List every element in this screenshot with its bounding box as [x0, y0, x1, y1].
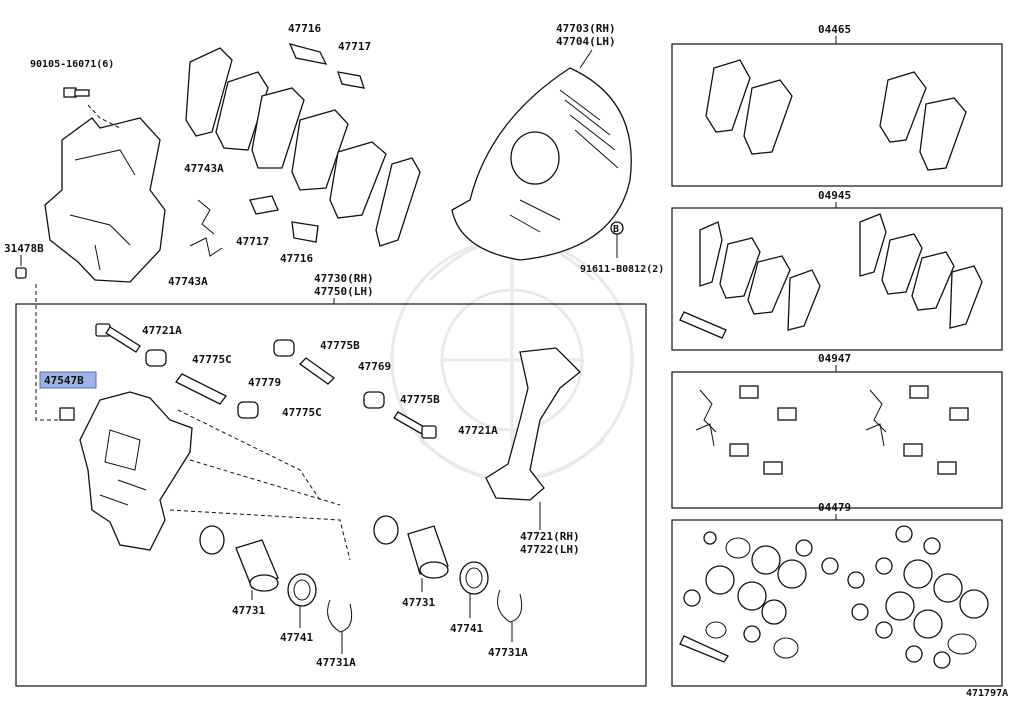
kit-04947-box[interactable] [671, 371, 1003, 509]
label-caliper-rh: 47730(RH) [314, 272, 374, 285]
label-47775b-top: 47775B [320, 339, 360, 352]
label-ring-left: 47731A [316, 656, 356, 669]
label-piston-right: 47731 [402, 596, 435, 609]
label-47743a-top: 47743A [184, 162, 224, 175]
diagram-id: 471797A [966, 688, 1008, 699]
ref-marker-b: B [610, 221, 624, 235]
kit-04945-shims [679, 213, 983, 339]
brake-pads-group [185, 47, 421, 247]
label-47547b: 47547B [44, 374, 84, 387]
label-47743a-bottom: 47743A [168, 275, 208, 288]
seal-47741-right[interactable] [459, 561, 489, 595]
label-47779: 47779 [248, 376, 281, 389]
boot-47775c-top[interactable] [145, 349, 167, 367]
ring-47731a-left[interactable] [327, 599, 353, 633]
label-seal-right: 47741 [450, 622, 483, 635]
boot-47775c-mid[interactable] [237, 401, 259, 419]
piston-boot-right[interactable] [373, 515, 399, 545]
leader-bolt-90105 [87, 104, 121, 129]
bleeder-plug-47547b[interactable]: 47547B [39, 371, 97, 421]
piston-47731-right[interactable] [407, 525, 449, 579]
boot-47775b-top[interactable] [273, 339, 295, 357]
leader-caliper-assembly [169, 409, 351, 561]
watermark-emblem [390, 238, 634, 482]
label-ring-right: 47731A [488, 646, 528, 659]
boot-47775b-mid[interactable] [363, 391, 385, 409]
kit-04479-seals [679, 525, 989, 669]
caliper-mounting-bracket[interactable] [485, 347, 581, 501]
caliper-body[interactable] [79, 391, 193, 551]
piston-boot-left[interactable] [199, 525, 225, 555]
bolt-90105[interactable] [63, 87, 90, 98]
steering-knuckle [44, 117, 166, 283]
spring-47743a-bottom[interactable] [189, 237, 223, 257]
label-47721a-top: 47721A [142, 324, 182, 337]
shim-47716-top[interactable] [288, 43, 328, 65]
disc-dust-shield[interactable] [451, 67, 632, 261]
clip-47717-mid[interactable] [249, 195, 279, 215]
plug-31478b[interactable] [15, 267, 27, 279]
label-47717-mid: 47717 [236, 235, 269, 248]
piston-47731-left[interactable] [235, 539, 279, 592]
kit-04945-box[interactable] [671, 207, 1003, 351]
caliper-assembly-box [15, 303, 647, 687]
clip-47716-mid[interactable] [291, 221, 319, 243]
label-kit-04947: 04947 [818, 352, 851, 365]
label-91611: 91611-B0812(2) [580, 264, 664, 275]
label-47721a-mid: 47721A [458, 424, 498, 437]
label-shield-rh: 47703(RH) [556, 22, 616, 35]
label-47769: 47769 [358, 360, 391, 373]
kit-04465-pads [705, 59, 967, 171]
kit-04947-clips [695, 385, 969, 475]
kit-04479-box[interactable] [671, 519, 1003, 687]
spring-47743a-top[interactable] [197, 199, 215, 235]
label-47775b-mid: 47775B [400, 393, 440, 406]
bolt-47721a-mid[interactable] [393, 411, 437, 439]
label-shield-lh: 47704(LH) [556, 35, 616, 48]
label-47717-top: 47717 [338, 40, 371, 53]
label-kit-04465: 04465 [818, 23, 851, 36]
leader-shield [579, 49, 593, 69]
label-kit-04945: 04945 [818, 189, 851, 202]
seal-47741-left[interactable] [287, 573, 317, 607]
label-kit-04479: 04479 [818, 501, 851, 514]
shim-47717-top[interactable] [337, 71, 365, 89]
label-47716-top: 47716 [288, 22, 321, 35]
kit-04465-box[interactable] [671, 43, 1003, 187]
label-31478b: 31478B [4, 242, 44, 255]
ring-47731a-right[interactable] [497, 589, 523, 623]
label-piston-left: 47731 [232, 604, 265, 617]
label-47775c-top: 47775C [192, 353, 232, 366]
label-47716-mid: 47716 [280, 252, 313, 265]
label-47775c-mid: 47775C [282, 406, 322, 419]
label-mount-lh: 47722(LH) [520, 543, 580, 556]
bolt-47721a-top[interactable] [95, 323, 141, 353]
svg-text:B: B [613, 224, 619, 235]
label-seal-left: 47741 [280, 631, 313, 644]
label-caliper-lh: 47750(LH) [314, 285, 374, 298]
leader-bleeder-path [35, 284, 58, 421]
pin-47769[interactable] [298, 357, 336, 385]
label-mount-rh: 47721(RH) [520, 530, 580, 543]
pin-47779[interactable] [175, 373, 227, 405]
label-90105: 90105-16071(6) [30, 59, 114, 70]
